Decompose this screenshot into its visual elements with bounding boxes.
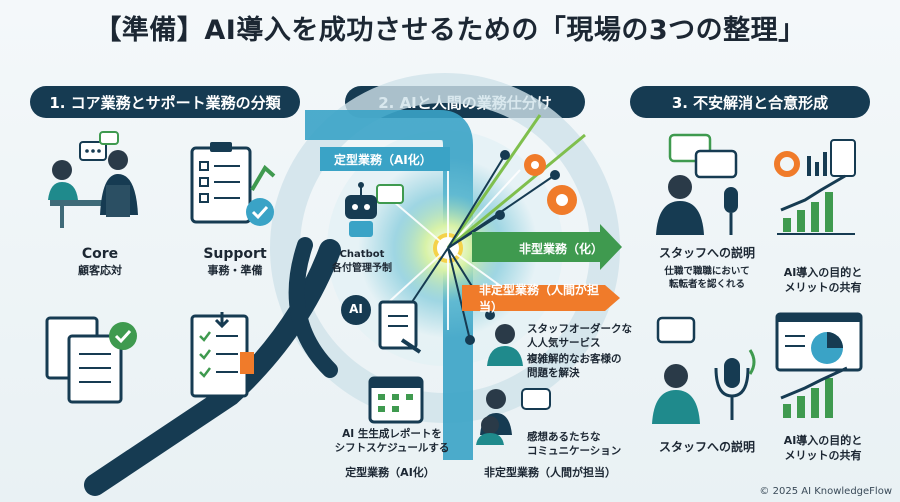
checklist-download-icon (190, 312, 254, 398)
emotion-comm-text: 感想あるたちな コミュニケーション (527, 430, 637, 458)
presenter-mic-icon (656, 133, 738, 235)
section-3-header: 3. 不安解消と合意形成 (630, 86, 870, 118)
chatbot-subtitle: 各付管理予制 (332, 263, 392, 274)
conversation-people-icon (476, 388, 551, 445)
support-subtitle: 事務・準備 (207, 264, 263, 277)
presenter-mic-icon-2 (652, 316, 756, 424)
ai-badge: AI (349, 302, 363, 316)
staff-service-line-1: スタッフオーダークな (527, 323, 632, 335)
staff-explain-1: スタッフへの説明 (658, 246, 755, 260)
pie-report-icon (775, 312, 863, 418)
report-text: AI 生生成レポートを シフトスケジュールする (332, 427, 452, 455)
core-subtitle: 顧客応対 (78, 264, 122, 277)
core-title: Core (81, 246, 119, 262)
staff-detail-line-2: 転転者を認くれる (668, 278, 745, 290)
report-text-line-1: AI 生生成レポートを (342, 428, 442, 440)
goal-1-line-1: AI導入の目的と (783, 266, 863, 279)
ai-document-icon (341, 295, 422, 354)
calendar-icon (368, 376, 424, 424)
support-title: Support (203, 246, 267, 262)
emotion-comm-line-1: 感想あるたちな (527, 431, 601, 443)
staff-service-text: スタッフオーダークな 人人気サービス (527, 322, 637, 350)
documents-check-icon (45, 316, 137, 404)
routine-ai-caption: 定型業務（AI化） (345, 466, 435, 479)
staff-service-line-2: 人人気サービス (527, 337, 601, 350)
checklist-growth-icon (190, 142, 276, 226)
goal-share-2: AI導入の目的と メリットの共有 (768, 434, 878, 464)
report-text-line-2: シフトスケジュールする (334, 442, 450, 455)
staff-explain-2: スタッフへの説明 (658, 440, 755, 454)
page-title: 【準備】AI導入を成功させるための「現場の3つの整理」 (94, 15, 806, 46)
complex-problem-line-1: 複雑解的なお客様の (527, 353, 622, 365)
complex-problem-line-2: 問題を解決 (527, 367, 580, 380)
ribbon-routine-ai: 定型業務（AI化） (320, 147, 450, 171)
chatbot-title: Chatbot (339, 249, 385, 260)
goal-2-line-1: AI導入の目的と (783, 434, 863, 447)
copyright-footer: © 2025 AI KnowledgeFlow (759, 486, 892, 497)
growth-chart-icon (774, 139, 856, 235)
staff-detail-line-1: 仕職で職職において (664, 266, 750, 277)
ribbon-nonroutine-human: 非定型業務（人間が担当） (479, 283, 600, 314)
section-1-header: 1. コア業務とサポート業務の分類 (30, 86, 300, 118)
complex-problem-text: 複雑解的なお客様の 問題を解決 (527, 352, 637, 380)
chatbot-robot-icon (345, 182, 404, 237)
goal-1-line-2: メリットの共有 (784, 280, 862, 294)
customer-service-icon (48, 131, 138, 228)
staff-person-icon (487, 324, 523, 366)
goal-share-1: AI導入の目的と メリットの共有 (768, 266, 878, 296)
goal-2-line-2: メリットの共有 (784, 448, 862, 462)
emotion-comm-line-2: コミュニケーション (527, 445, 622, 458)
nonroutine-human-caption: 非定型業務（人間が担当） (484, 466, 616, 479)
ribbon-nonroutine-ai: 非型業務（化） (519, 241, 604, 256)
staff-explain-detail: 仕職で職職において 転転者を認くれる (652, 266, 762, 292)
